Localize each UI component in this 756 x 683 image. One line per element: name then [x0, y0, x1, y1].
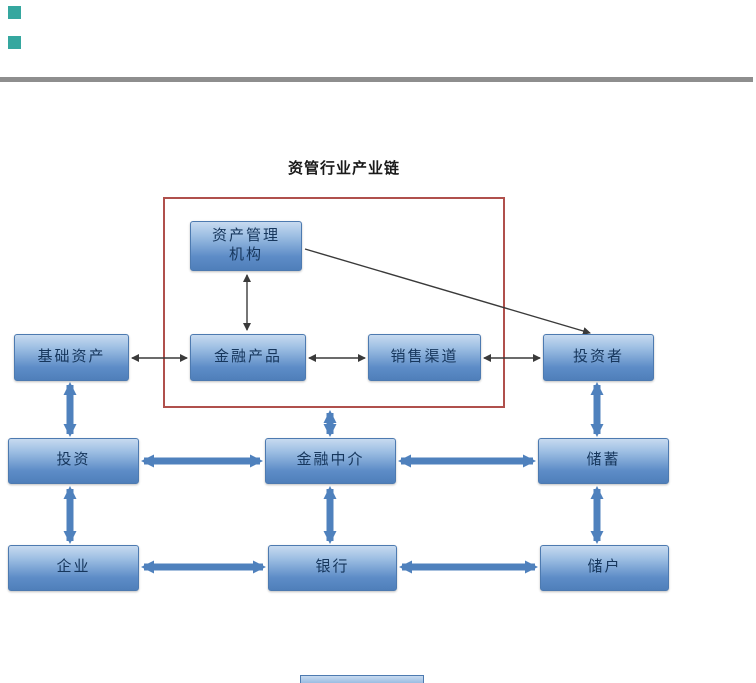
node-underlying-assets: 基础资产 — [14, 334, 129, 381]
partial-box-bottom — [300, 675, 424, 683]
top-divider — [0, 77, 753, 82]
node-financial-intermediary: 金融中介 — [265, 438, 396, 484]
node-enterprise: 企业 — [8, 545, 139, 591]
node-sales-channel: 销售渠道 — [368, 334, 481, 381]
teal-bullet-2 — [8, 36, 21, 49]
node-financial-product: 金融产品 — [190, 334, 306, 381]
teal-bullet-1 — [8, 6, 21, 19]
node-depositors: 储户 — [540, 545, 669, 591]
node-investment: 投资 — [8, 438, 139, 484]
node-savings: 储蓄 — [538, 438, 669, 484]
diagram-title: 资管行业产业链 — [287, 160, 400, 177]
node-bank: 银行 — [268, 545, 397, 591]
node-investors: 投资者 — [543, 334, 654, 381]
node-asset-management-org: 资产管理 机构 — [190, 221, 302, 271]
